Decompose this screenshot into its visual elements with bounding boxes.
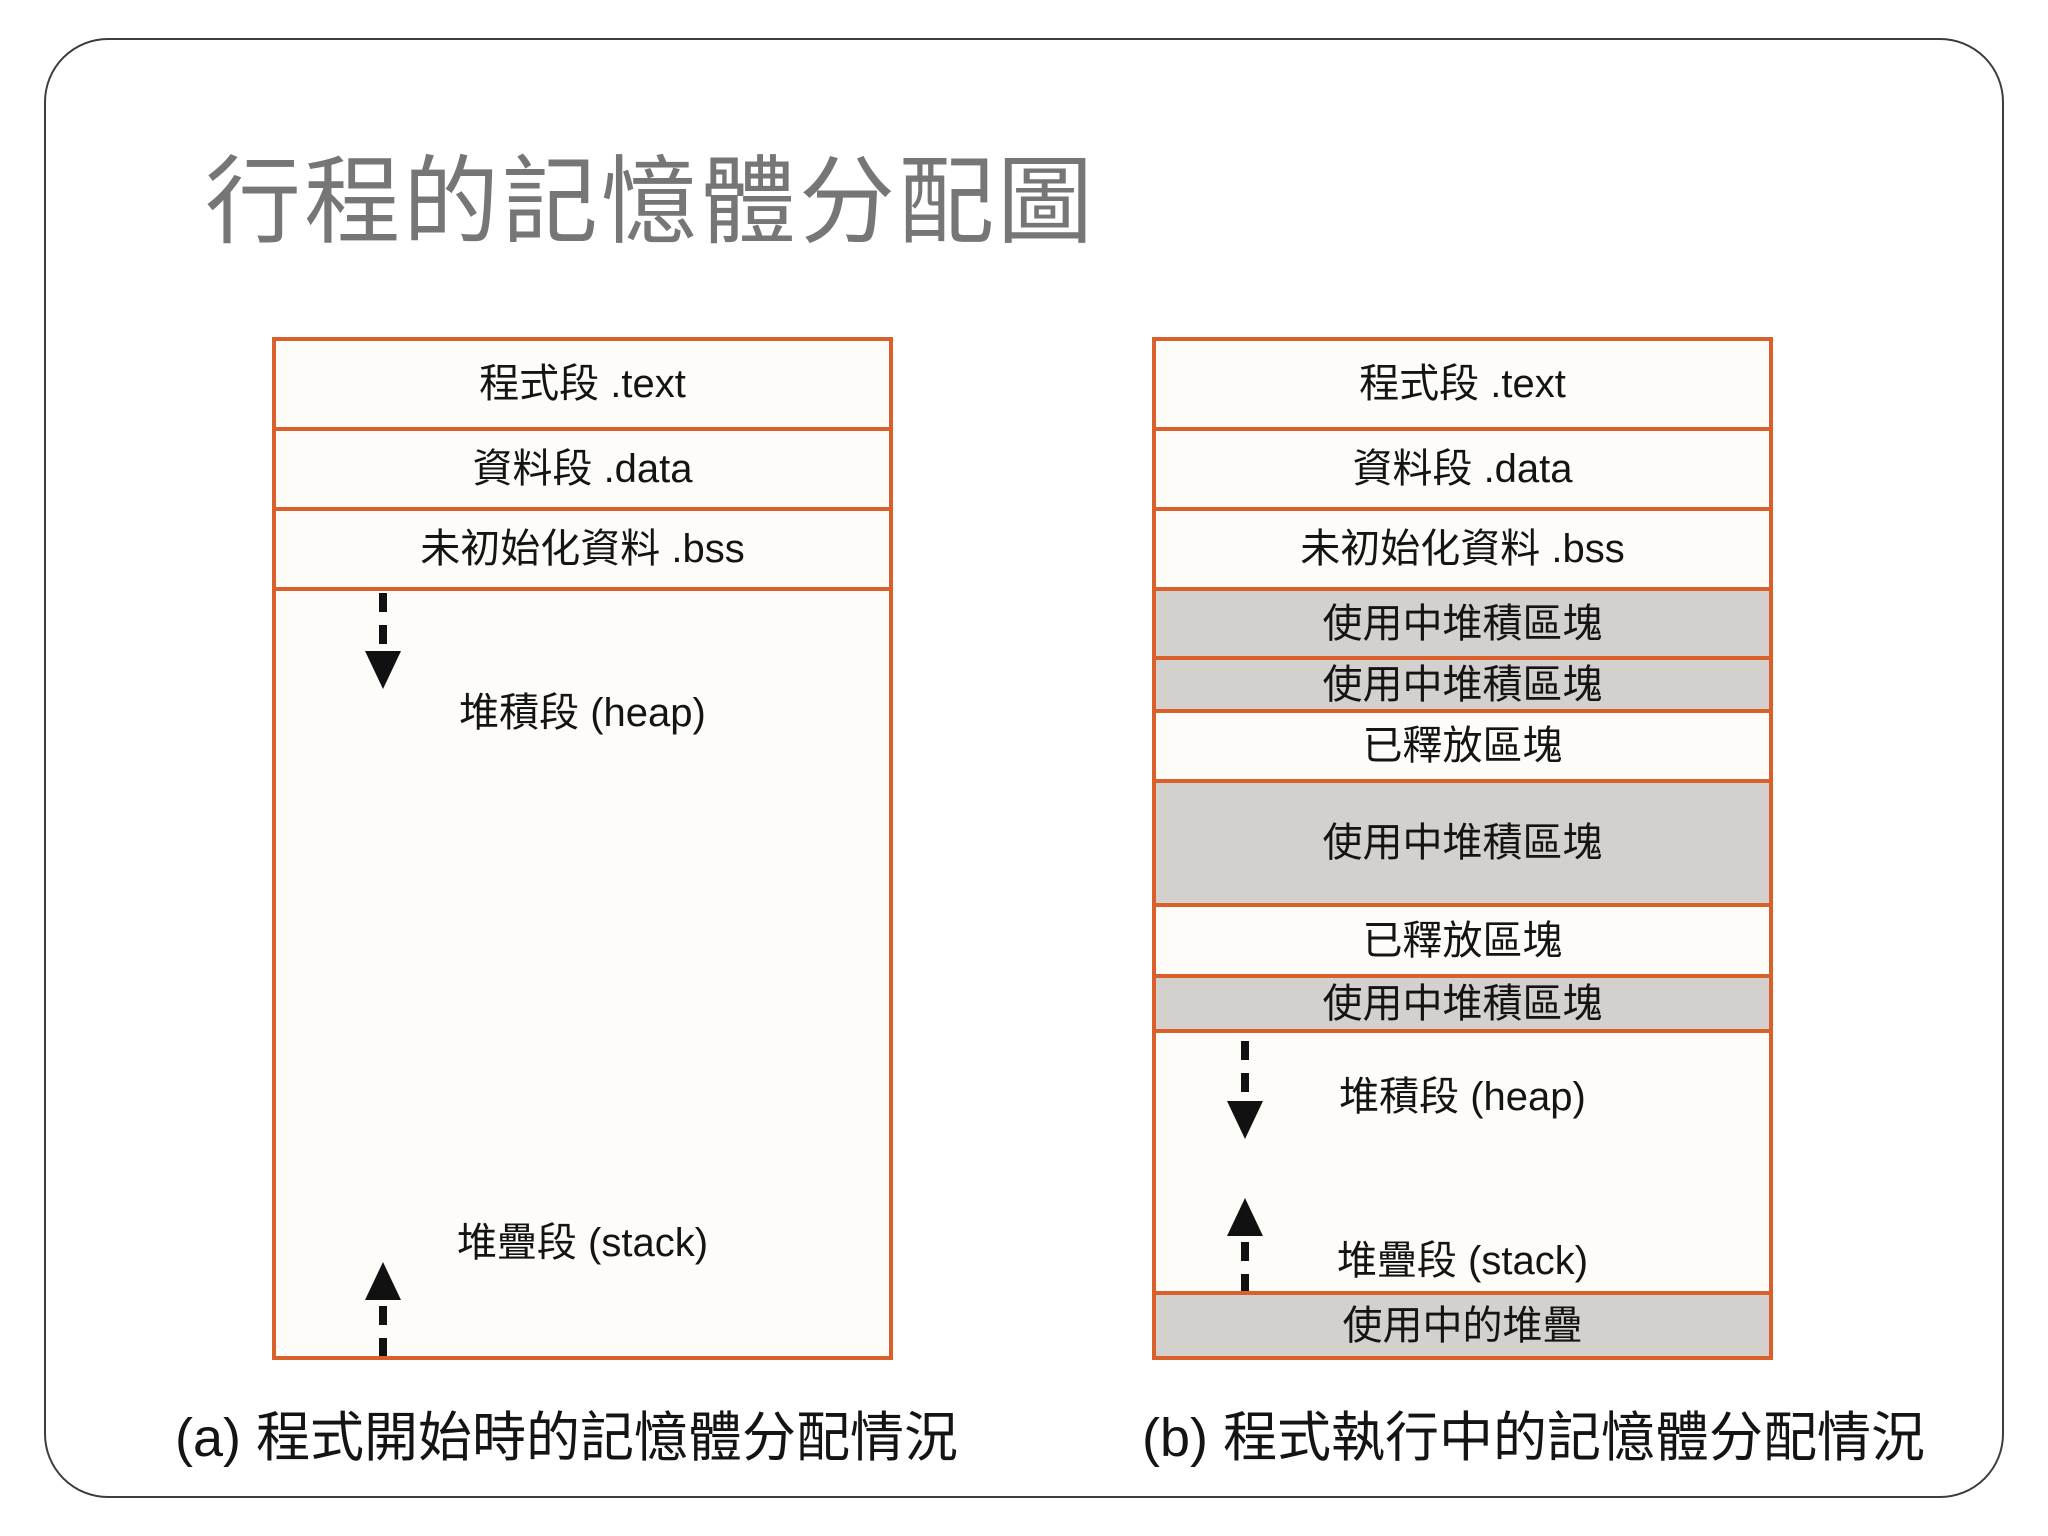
slide-title: 行程的記憶體分配圖 [205,149,1096,256]
segment-data-row: 資料段 .data [1156,431,1769,511]
stack-grow-up-arrow-icon [365,1262,401,1356]
segment-text-row: 程式段 .text [276,341,889,431]
heap-block-used-label: 使用中堆積區塊 [1322,662,1603,707]
heap-block-used-label: 使用中堆積區塊 [1322,821,1603,865]
heap-block-freed-label: 已釋放區塊 [1362,724,1563,768]
memory-diagram-b: 程式段 .text 資料段 .data 未初始化資料 .bss 使用中堆積區塊 … [1152,337,1773,1360]
segment-text-label: 程式段 .text [1359,362,1566,406]
heap-block-used-row: 使用中堆積區塊 [1156,660,1769,713]
heap-grow-down-arrow-icon [1227,1041,1263,1139]
heap-block-used-row: 使用中堆積區塊 [1156,591,1769,660]
segment-data-label: 資料段 .data [472,447,693,491]
heap-segment-label: 堆積段 (heap) [1339,1075,1586,1119]
heap-block-used-row: 使用中堆積區塊 [1156,783,1769,907]
stack-segment-label: 堆疊段 (stack) [1336,1239,1589,1283]
stack-grow-up-arrow-icon [1227,1198,1263,1291]
segment-bss-row: 未初始化資料 .bss [276,511,889,591]
caption-b: (b) 程式執行中的記憶體分配情況 [1142,1408,1925,1468]
slide-rounded-frame [44,38,2004,1498]
segment-text-row: 程式段 .text [1156,341,1769,431]
stack-segment-label: 堆疊段 (stack) [456,1221,709,1265]
segment-bss-label: 未初始化資料 .bss [420,527,745,571]
stack-in-use-label: 使用中的堆疊 [1342,1303,1583,1348]
memory-diagram-a: 程式段 .text 資料段 .data 未初始化資料 .bss 堆積段 (hea… [272,337,893,1360]
heap-block-used-row: 使用中堆積區塊 [1156,978,1769,1033]
heap-block-freed-row: 已釋放區塊 [1156,907,1769,978]
heap-block-used-label: 使用中堆積區塊 [1322,981,1603,1026]
heap-grow-down-arrow-icon [365,593,401,689]
segment-bss-row: 未初始化資料 .bss [1156,511,1769,591]
heap-block-used-label: 使用中堆積區塊 [1322,601,1603,646]
segment-bss-label: 未初始化資料 .bss [1300,527,1625,571]
segment-text-label: 程式段 .text [479,362,686,406]
heap-stack-free-region: 堆積段 (heap) 堆疊段 (stack) [276,591,889,1356]
caption-a: (a) 程式開始時的記憶體分配情況 [175,1408,958,1468]
stack-in-use-row: 使用中的堆疊 [1156,1295,1769,1356]
heap-block-freed-row: 已釋放區塊 [1156,713,1769,783]
segment-data-label: 資料段 .data [1352,447,1573,491]
heap-block-freed-label: 已釋放區塊 [1362,918,1563,963]
segment-data-row: 資料段 .data [276,431,889,511]
heap-segment-label: 堆積段 (heap) [459,691,706,735]
heap-stack-free-region: 堆積段 (heap) 堆疊段 (stack) [1156,1033,1769,1295]
